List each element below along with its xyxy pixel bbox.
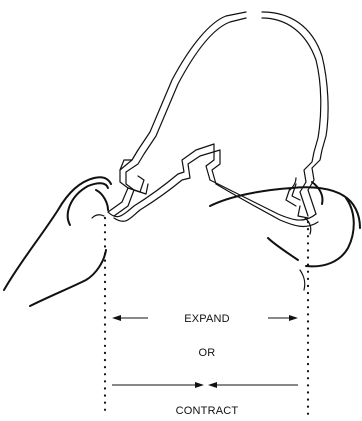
or-label: OR [199,347,216,359]
left-hand [4,177,111,306]
contract-dimension: CONTRACT [112,382,298,417]
contract-label: CONTRACT [176,405,239,417]
right-hand [210,178,360,290]
contract-right-pointing-arrowhead [195,382,204,388]
expand-left-arrowhead [112,315,121,321]
contract-left-pointing-arrowhead [208,382,217,388]
expand-dimension: EXPAND [112,313,298,325]
expand-right-arrowhead [289,315,298,321]
expand-label: EXPAND [184,313,230,325]
wire-frame [108,12,328,226]
